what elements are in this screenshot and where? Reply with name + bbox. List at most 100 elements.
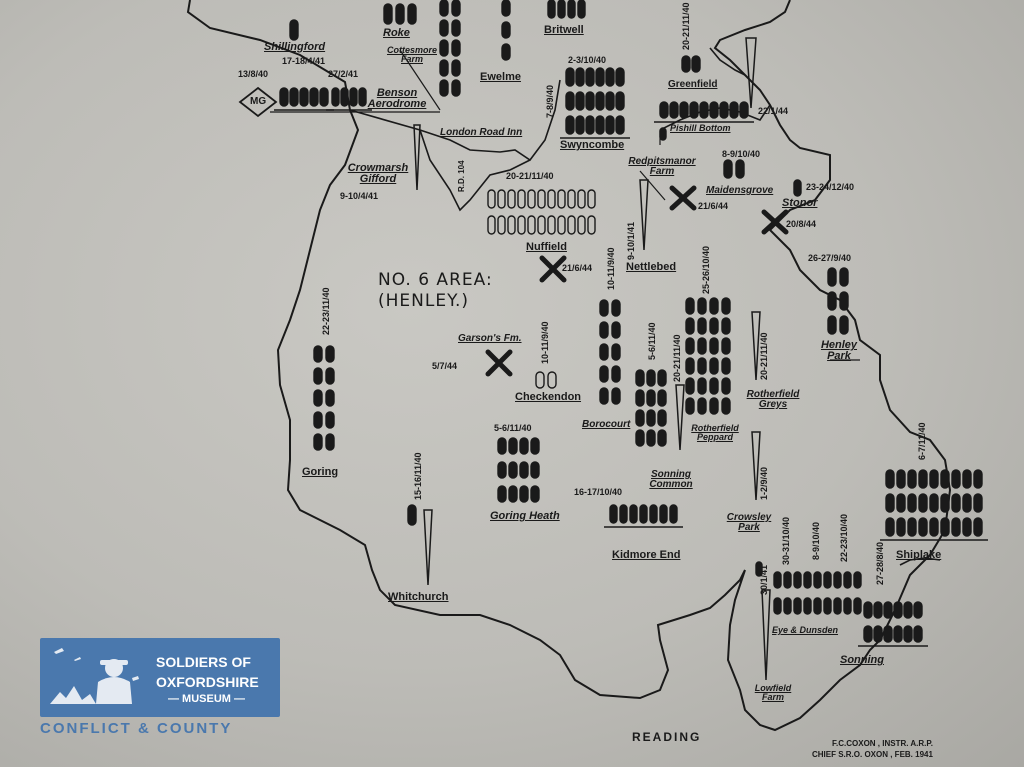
bomb-marker bbox=[883, 601, 893, 619]
bomb-marker-cluster bbox=[313, 345, 335, 451]
bomb-marker bbox=[395, 3, 405, 25]
date-mg: 13/8/40 bbox=[238, 69, 269, 79]
bomb-marker bbox=[325, 433, 335, 451]
bomb-marker bbox=[587, 215, 596, 235]
bomb-marker bbox=[907, 517, 917, 537]
bomb-marker bbox=[501, 43, 511, 61]
bomb-marker bbox=[451, 39, 461, 57]
mg-diamond bbox=[238, 86, 278, 118]
bomb-marker bbox=[843, 597, 852, 615]
bomb-marker bbox=[635, 369, 645, 387]
bomb-marker bbox=[669, 504, 678, 524]
date-shiplake: 6-7/11/40 bbox=[917, 422, 927, 460]
bomb-marker bbox=[325, 389, 335, 407]
inner-boundary bbox=[709, 47, 746, 76]
bomb-marker bbox=[681, 55, 691, 73]
bomb-marker bbox=[827, 267, 837, 287]
bomb-marker bbox=[697, 317, 707, 335]
bomb-marker bbox=[289, 87, 299, 107]
bomb-marker bbox=[685, 337, 695, 355]
bomb-marker bbox=[885, 469, 895, 489]
road-label-rd: R.D. 104 bbox=[457, 160, 466, 192]
bomb-marker bbox=[853, 597, 862, 615]
place-label-rotherfield-greys: Rotherfield Greys bbox=[746, 389, 800, 410]
bomb-marker bbox=[657, 429, 667, 447]
bomb-marker bbox=[973, 493, 983, 513]
bomb-marker bbox=[646, 369, 656, 387]
date-shillingford: 17-18/4/41 bbox=[282, 56, 326, 66]
bomb-marker bbox=[773, 597, 782, 615]
bomb-marker bbox=[577, 189, 586, 209]
date-crowsley: 1-2/9/40 bbox=[759, 466, 769, 500]
bomb-marker bbox=[517, 189, 526, 209]
bomb-marker bbox=[896, 493, 906, 513]
bomb-marker-cluster bbox=[501, 0, 511, 61]
bomb-marker bbox=[813, 571, 822, 589]
bomb-marker bbox=[896, 517, 906, 537]
bomb-marker bbox=[585, 67, 595, 87]
crash-cross bbox=[539, 255, 567, 283]
bomb-marker bbox=[697, 337, 707, 355]
bomb-marker bbox=[646, 389, 656, 407]
bomb-marker bbox=[940, 517, 950, 537]
bomb-marker-cluster bbox=[659, 127, 667, 141]
bomb-marker bbox=[721, 337, 731, 355]
bomb-marker bbox=[940, 493, 950, 513]
bomb-marker bbox=[487, 215, 496, 235]
bomb-marker bbox=[497, 485, 507, 503]
bomb-marker-cluster bbox=[723, 159, 745, 179]
bomb-marker-cluster bbox=[880, 469, 988, 541]
bomb-marker bbox=[833, 571, 842, 589]
bomb-marker bbox=[803, 571, 812, 589]
bomb-marker bbox=[319, 87, 329, 107]
date-nettlebed: 9-10/1/41 bbox=[626, 221, 636, 260]
bomb-marker bbox=[611, 299, 621, 317]
bomb-marker-cluster bbox=[827, 267, 849, 335]
bomb-marker bbox=[918, 517, 928, 537]
date-lowfield: 30/1/41 bbox=[759, 564, 769, 595]
bomb-marker bbox=[547, 215, 556, 235]
bomb-marker bbox=[279, 87, 289, 107]
bomb-marker bbox=[527, 215, 536, 235]
bomb-marker bbox=[813, 597, 822, 615]
bomb-marker bbox=[530, 461, 540, 479]
date-sonning-common-b: 20-21/11/40 bbox=[672, 334, 682, 382]
bomb-marker-cluster bbox=[685, 297, 731, 415]
bomb-marker bbox=[639, 504, 648, 524]
bomb-marker bbox=[697, 397, 707, 415]
logo-line1: SOLDIERS OF bbox=[156, 654, 251, 670]
place-label-lowfield: Lowfield Farm bbox=[754, 683, 792, 702]
bomb-marker bbox=[793, 179, 802, 197]
bomb-marker bbox=[615, 115, 625, 135]
bomb-marker bbox=[929, 469, 939, 489]
bomb-marker bbox=[619, 504, 628, 524]
bomb-marker bbox=[635, 389, 645, 407]
bomb-marker bbox=[547, 371, 557, 389]
bomb-marker bbox=[723, 159, 733, 179]
place-label-shiplake: Shiplake bbox=[896, 549, 942, 561]
bomb-marker bbox=[885, 517, 895, 537]
bomb-marker bbox=[575, 67, 585, 87]
bomb-marker bbox=[629, 504, 638, 524]
bomb-marker bbox=[893, 625, 903, 643]
bomb-marker bbox=[646, 429, 656, 447]
bomb-marker bbox=[595, 91, 605, 111]
bomb-marker bbox=[719, 101, 729, 119]
place-label-crowmarsh: Crowmarsh Gifford bbox=[347, 162, 409, 185]
bomb-marker bbox=[537, 215, 546, 235]
bomb-marker bbox=[863, 601, 873, 619]
bomb-marker bbox=[635, 429, 645, 447]
bomb-marker bbox=[325, 367, 335, 385]
bomb-marker bbox=[501, 21, 511, 39]
date-henley-park: 26-27/9/40 bbox=[808, 253, 852, 263]
bomb-marker bbox=[299, 87, 309, 107]
bomb-marker bbox=[657, 409, 667, 427]
credit-line2: CHIEF S.R.O. OXON , FEB. 1941 bbox=[812, 750, 933, 759]
bomb-marker bbox=[691, 55, 701, 73]
bomb-marker bbox=[951, 517, 961, 537]
bomb-marker bbox=[669, 101, 679, 119]
bomb-marker bbox=[595, 67, 605, 87]
bomb-marker bbox=[605, 115, 615, 135]
bomb-marker bbox=[313, 433, 323, 451]
bomb-marker bbox=[913, 601, 923, 619]
